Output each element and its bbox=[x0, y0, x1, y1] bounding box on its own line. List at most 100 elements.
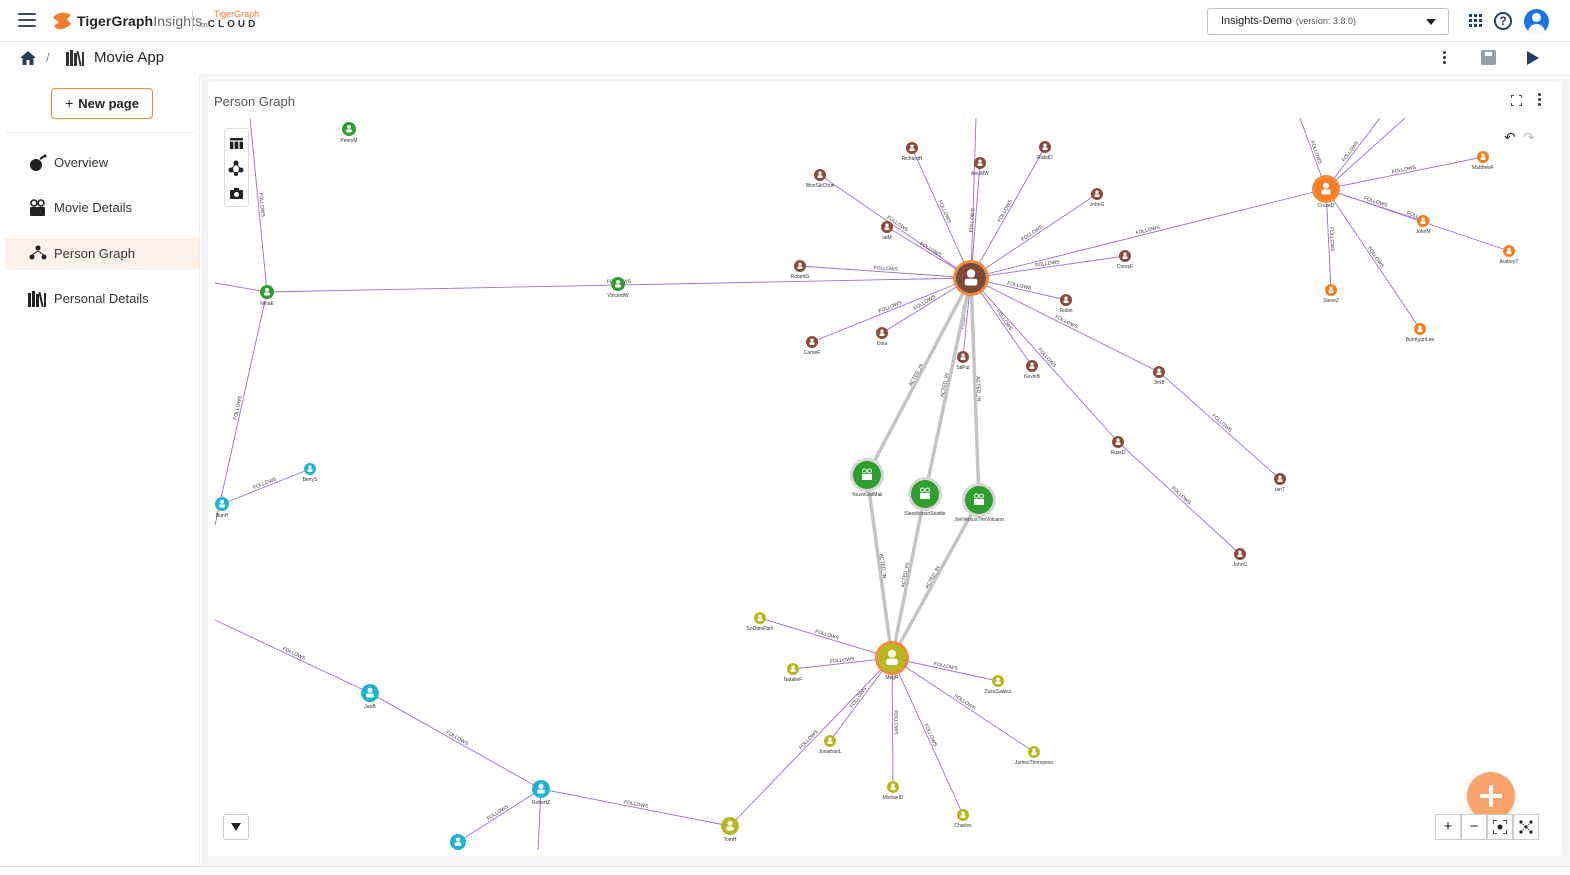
follows-edge[interactable] bbox=[1158, 371, 1281, 480]
person-node[interactable]: WooSikChun bbox=[805, 169, 835, 189]
fit-view-icon[interactable] bbox=[1487, 814, 1513, 840]
person-node[interactable]: Dina bbox=[876, 327, 888, 347]
acted-in-edge[interactable] bbox=[923, 277, 973, 495]
person-node[interactable]: MichaelD bbox=[883, 781, 904, 801]
person-node[interactable]: MatthewF bbox=[1472, 151, 1494, 171]
follows-edge[interactable] bbox=[537, 788, 542, 851]
graph-layout-icon[interactable] bbox=[228, 160, 245, 177]
acted-in-edge[interactable] bbox=[969, 277, 981, 501]
acted-in-edge[interactable] bbox=[865, 474, 894, 659]
person-node[interactable]: RussD bbox=[1110, 436, 1126, 456]
follows-edge[interactable] bbox=[369, 692, 542, 790]
follows-edge[interactable] bbox=[1325, 188, 1421, 330]
app-title[interactable]: Movie App bbox=[94, 49, 165, 66]
movie-node[interactable]: SleeplessInSeattle bbox=[904, 477, 946, 517]
apps-grid-icon[interactable] bbox=[1469, 14, 1483, 28]
person-node[interactable]: BunKyunLee bbox=[1406, 323, 1435, 343]
follows-edge[interactable] bbox=[829, 657, 893, 742]
person-node[interactable]: RobertG bbox=[791, 260, 810, 280]
follows-edge[interactable] bbox=[1325, 117, 1406, 190]
person-node[interactable]: NatalieF bbox=[784, 663, 803, 683]
filter-icon[interactable] bbox=[223, 814, 249, 840]
follows-edge[interactable] bbox=[759, 617, 893, 659]
follows-edge[interactable] bbox=[214, 282, 268, 293]
redo-icon[interactable]: ↷ bbox=[1523, 129, 1535, 145]
follows-edge[interactable] bbox=[891, 657, 894, 788]
person-node[interactable]: CoreyF bbox=[1117, 250, 1133, 270]
follows-edge[interactable] bbox=[214, 291, 268, 526]
follows-edge[interactable] bbox=[970, 162, 981, 279]
person-node[interactable]: BunH bbox=[215, 497, 229, 519]
acted-in-edge[interactable] bbox=[865, 277, 973, 476]
person-node[interactable]: JimB bbox=[1153, 366, 1165, 386]
acted-in-edge[interactable] bbox=[890, 493, 927, 659]
new-page-button[interactable]: +New page bbox=[51, 88, 153, 119]
person-node[interactable]: JamesThompson bbox=[1015, 746, 1054, 766]
movie-node[interactable]: JoeVersusTheVolcano bbox=[954, 483, 1004, 523]
person-node[interactable]: IanT bbox=[1274, 473, 1286, 493]
follows-edge[interactable] bbox=[799, 265, 972, 279]
sidebar-item-overview[interactable]: Overview bbox=[5, 147, 199, 179]
undo-icon[interactable]: ↶ bbox=[1504, 129, 1516, 145]
follows-edge[interactable] bbox=[970, 146, 1046, 279]
person-node[interactable]: SoDamPark bbox=[747, 612, 774, 632]
zoom-in-button[interactable]: + bbox=[1435, 814, 1461, 840]
follows-edge[interactable] bbox=[1325, 156, 1484, 190]
follows-edge[interactable] bbox=[214, 619, 371, 694]
follows-edge[interactable] bbox=[970, 277, 1119, 443]
person-node[interactable] bbox=[450, 834, 466, 850]
person-node[interactable]: AnuMW bbox=[971, 157, 989, 177]
follows-edge[interactable] bbox=[970, 188, 1327, 279]
follows-edge[interactable] bbox=[819, 174, 972, 279]
person-node[interactable]: Charles bbox=[954, 809, 972, 829]
center-graph-icon[interactable] bbox=[1513, 814, 1539, 840]
person-node[interactable]: SteveZ bbox=[1323, 284, 1339, 304]
person-node[interactable]: AudreyT bbox=[1500, 245, 1519, 265]
person-node[interactable]: CruzeD bbox=[1312, 175, 1340, 209]
play-icon[interactable] bbox=[1527, 51, 1539, 65]
movie-node[interactable]: YouveGotMail bbox=[850, 458, 884, 498]
person-node[interactable]: PenryM bbox=[340, 122, 358, 144]
person-node[interactable]: JanB bbox=[361, 684, 379, 710]
person-node[interactable]: RichardH bbox=[902, 142, 923, 162]
person-node[interactable]: VincentW bbox=[607, 277, 629, 299]
sidebar-item-personal-details[interactable]: Personal Details bbox=[5, 283, 199, 315]
follows-edge[interactable] bbox=[970, 193, 1098, 279]
person-node[interactable]: BenyS bbox=[303, 463, 318, 483]
workspace-select[interactable]: Insights-Demo(version: 3.8.0) bbox=[1207, 8, 1449, 35]
follows-edge[interactable] bbox=[911, 147, 972, 279]
person-node[interactable]: JohnM bbox=[1415, 215, 1431, 235]
zoom-out-button[interactable]: − bbox=[1461, 814, 1487, 840]
follows-edge[interactable] bbox=[540, 788, 731, 827]
sidebar-item-person-graph[interactable]: Person Graph bbox=[5, 238, 199, 270]
person-node[interactable] bbox=[953, 260, 989, 296]
person-node[interactable]: CarrieF bbox=[804, 336, 821, 356]
person-node[interactable]: Robin bbox=[1059, 294, 1073, 314]
home-icon[interactable] bbox=[20, 51, 36, 65]
follows-edge[interactable] bbox=[221, 468, 311, 505]
follows-edge[interactable] bbox=[249, 117, 268, 293]
person-node[interactable]: RobertZ bbox=[532, 780, 550, 806]
person-node[interactable]: TomH bbox=[721, 817, 739, 843]
follows-edge[interactable] bbox=[1325, 188, 1332, 291]
person-node[interactable]: KevinB bbox=[1024, 360, 1041, 380]
follows-edge[interactable] bbox=[970, 277, 1160, 373]
follows-edge[interactable] bbox=[970, 117, 977, 279]
follows-edge[interactable] bbox=[970, 255, 1126, 279]
help-icon[interactable]: ? bbox=[1494, 12, 1512, 30]
person-node[interactable]: JonathanL bbox=[818, 735, 842, 755]
sidebar-item-movie-details[interactable]: Movie Details bbox=[5, 192, 199, 224]
follows-edge[interactable] bbox=[891, 657, 964, 816]
person-node[interactable]: IaiM bbox=[881, 221, 893, 241]
more-options-icon[interactable] bbox=[1443, 51, 1447, 65]
person-node[interactable]: NinaE bbox=[260, 285, 274, 307]
follows-edge[interactable] bbox=[811, 277, 972, 343]
person-node[interactable]: JohnG bbox=[1090, 188, 1105, 208]
person-node[interactable]: ZuzaSawicz bbox=[985, 675, 1012, 695]
save-icon[interactable] bbox=[1481, 50, 1496, 65]
table-view-icon[interactable] bbox=[228, 135, 245, 152]
person-node[interactable]: JohnC bbox=[1233, 548, 1248, 568]
person-node[interactable]: StiPut bbox=[956, 351, 970, 371]
